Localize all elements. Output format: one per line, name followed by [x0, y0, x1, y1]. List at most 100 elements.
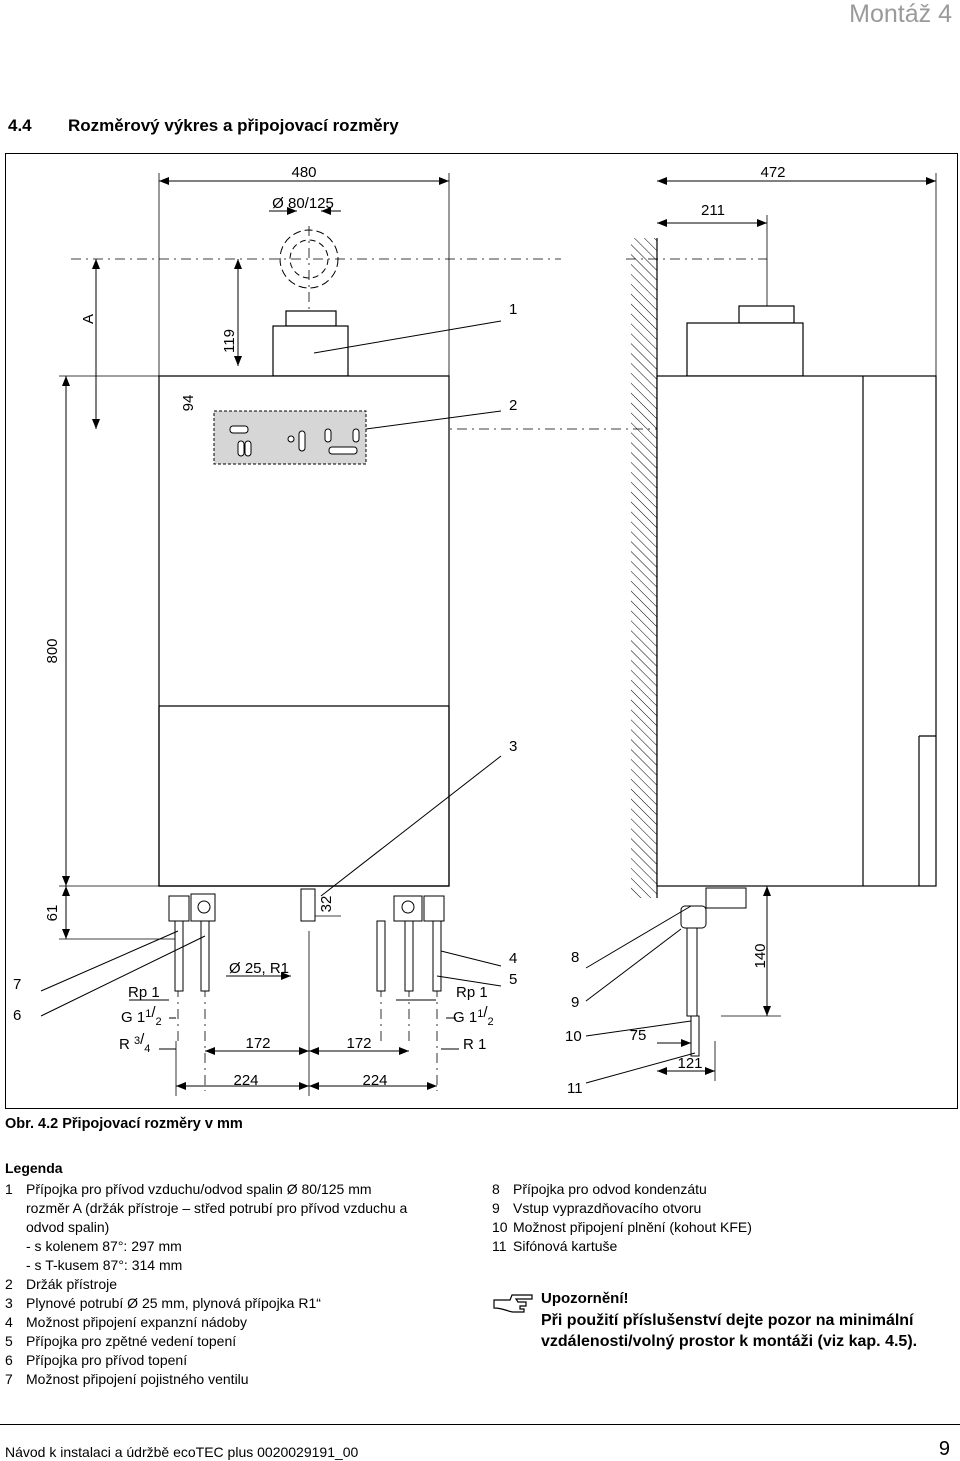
callout-11: 11	[567, 1080, 583, 1097]
dim-119: 119	[221, 329, 238, 353]
flue-dashed-outer	[279, 229, 339, 289]
legend-item-number: 8	[492, 1181, 500, 1197]
flue-dashed-inner	[289, 239, 329, 279]
thread-g-left: G 11/2	[121, 1004, 162, 1028]
legend-item: 9 Vstup vyprazdňovacího otvoru	[492, 1199, 952, 1218]
legend-item-text: Plynové potrubí Ø 25 mm, plynová přípojk…	[26, 1295, 321, 1311]
legend-item: 8 Přípojka pro odvod kondenzátu	[492, 1180, 952, 1199]
legend-item-number	[5, 1237, 26, 1256]
figure-caption: Obr. 4.2 Připojovací rozměry v mm	[5, 1116, 243, 1132]
legend-item-text: Držák přístroje	[26, 1276, 118, 1292]
thread-rp1-right: Rp 1	[456, 984, 488, 1001]
legend-item: - s T-kusem 87°: 314 mm	[5, 1256, 475, 1275]
dim-61: 61	[44, 905, 61, 922]
dim-flue: Ø 80/125	[272, 195, 334, 212]
legend-item: 7 Možnost připojení pojistného ventilu	[5, 1370, 475, 1389]
legend-item-text: Přípojka pro zpětné vedení topení	[26, 1333, 237, 1349]
legend-item-number	[5, 1199, 26, 1218]
callout-9: 9	[571, 994, 579, 1011]
legend-item-number: 2	[5, 1276, 13, 1292]
wall-hatch	[631, 238, 657, 898]
legend-item-text: - s kolenem 87°: 297 mm	[26, 1238, 182, 1254]
legend-item-text: rozměr A (držák přístroje – střed potrub…	[26, 1200, 408, 1216]
dim-480: 480	[291, 164, 316, 181]
dim-121: 121	[677, 1055, 702, 1072]
legend-item: rozměr A (držák přístroje – střed potrub…	[5, 1199, 475, 1218]
legend-item-text: Možnost připojení expanzní nádoby	[26, 1314, 248, 1330]
legend-item-number: 1	[5, 1181, 13, 1197]
legend-item: 10 Možnost připojení plnění (kohout KFE)	[492, 1218, 952, 1237]
legend-item-number: 9	[492, 1200, 500, 1216]
legend-item-number: 7	[5, 1371, 13, 1387]
legend-item-text: Možnost připojení plnění (kohout KFE)	[513, 1219, 752, 1235]
dim-224-right: 224	[362, 1072, 387, 1089]
thread-rp1-left: Rp 1	[128, 984, 160, 1001]
dim-140: 140	[752, 943, 769, 968]
dimension-drawing-svg: 480 Ø 80/125 472 211 A 119 94 800 61 32 …	[13, 164, 937, 1097]
dim-172-left: 172	[245, 1035, 270, 1052]
dim-75: 75	[630, 1027, 647, 1044]
note-text: Při použití příslušenství dejte pozor na…	[541, 1312, 918, 1350]
legend-item: 4 Možnost připojení expanzní nádoby	[5, 1313, 475, 1332]
dim-800: 800	[44, 638, 61, 663]
legend-item-number: 4	[5, 1314, 13, 1330]
thread-r1: R 1	[463, 1036, 486, 1053]
callout-5: 5	[509, 971, 517, 988]
pipe-connections-front	[168, 888, 445, 992]
legend-title: Legenda	[5, 1160, 63, 1176]
legend-item: 3 Plynové potrubí Ø 25 mm, plynová přípoj…	[5, 1294, 475, 1313]
legend-item: - s kolenem 87°: 297 mm	[5, 1237, 475, 1256]
dim-472: 472	[760, 164, 785, 181]
dim-gas: Ø 25, R1	[229, 960, 289, 977]
legend-item-text: Přípojka pro přívod vzduchu/odvod spalin…	[26, 1181, 372, 1197]
callout-4: 4	[509, 950, 517, 967]
pipe-connections-side	[680, 887, 747, 1057]
legend-left-column: 1 Přípojka pro přívod vzduchu/odvod spali…	[5, 1180, 475, 1389]
footer-text: Návod k instalaci a údržbě ecoTEC plus 0…	[5, 1444, 359, 1460]
dimension-drawing: 480 Ø 80/125 472 211 A 119 94 800 61 32 …	[5, 153, 958, 1109]
legend-item: odvod spalin)	[5, 1218, 475, 1237]
legend-item-text: Přípojka pro odvod kondenzátu	[513, 1181, 707, 1197]
legend-right-column: 8 Přípojka pro odvod kondenzátu 9 Vstup vyp…	[492, 1180, 952, 1256]
note-title: Upozornění!	[541, 1290, 629, 1307]
callout-7: 7	[13, 976, 21, 993]
legend-item-text: Možnost připojení pojistného ventilu	[26, 1371, 249, 1387]
legend-item-number: 11	[492, 1238, 507, 1254]
legend-item-number: 10	[492, 1219, 508, 1235]
callout-2: 2	[509, 397, 517, 414]
legend-item-text: Vstup vyprazdňovacího otvoru	[513, 1200, 702, 1216]
legend-item-text: odvod spalin)	[26, 1219, 110, 1235]
legend-item: 6 Přípojka pro přívod topení	[5, 1351, 475, 1370]
dim-211: 211	[701, 202, 725, 219]
dim-A: A	[80, 314, 97, 324]
section-number: 4.4	[8, 116, 32, 135]
legend-item: 11 Sifónová kartuše	[492, 1237, 952, 1256]
callout-8: 8	[571, 949, 579, 966]
legend-item: 2 Držák přístroje	[5, 1275, 475, 1294]
legend-item-number: 6	[5, 1352, 13, 1368]
dim-32: 32	[318, 896, 335, 913]
dim-172-right: 172	[346, 1035, 371, 1052]
section-title: Rozměrový výkres a připojovací rozměry	[68, 116, 399, 135]
thread-r34: R 3/4	[119, 1031, 150, 1055]
callout-10: 10	[565, 1028, 582, 1045]
legend-item-text: Sifónová kartuše	[513, 1238, 618, 1254]
legend-item: 1 Přípojka pro přívod vzduchu/odvod spali…	[5, 1180, 475, 1199]
dim-94: 94	[180, 395, 197, 412]
boiler-front-view	[158, 310, 450, 887]
callout-3: 3	[509, 738, 517, 755]
dim-224-left: 224	[233, 1072, 258, 1089]
legend-item-number	[5, 1218, 26, 1237]
page-number: 9	[938, 1438, 950, 1460]
chapter-header: Montáž 4	[849, 0, 952, 28]
legend-item-number	[5, 1256, 26, 1275]
legend-item-number: 3	[5, 1295, 13, 1311]
callout-1: 1	[509, 301, 517, 318]
boiler-side-view	[656, 305, 937, 887]
footer-divider	[0, 1424, 960, 1425]
legend-item-text: Přípojka pro přívod topení	[26, 1352, 188, 1368]
callout-6: 6	[13, 1007, 21, 1024]
thread-g-right: G 11/2	[453, 1004, 494, 1028]
legend-item-text: - s T-kusem 87°: 314 mm	[26, 1257, 183, 1273]
